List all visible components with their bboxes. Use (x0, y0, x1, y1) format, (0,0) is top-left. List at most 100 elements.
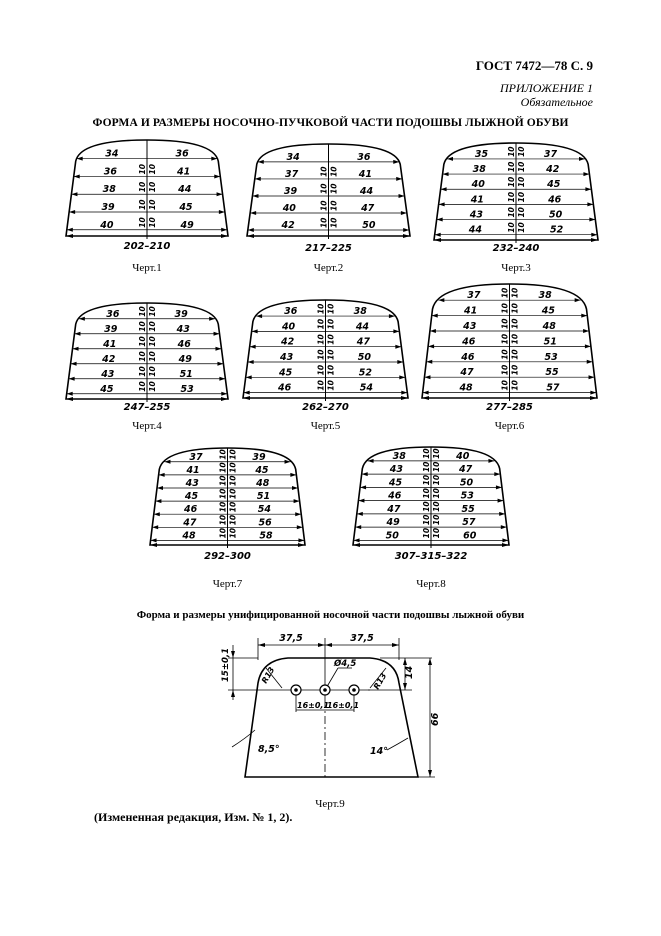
right-dimension: 52 (550, 225, 564, 236)
right-dimension: 57 (462, 517, 476, 528)
row-spacing: 10 (148, 366, 157, 376)
right-dimension: 44 (177, 184, 192, 195)
right-dimension: 48 (255, 478, 270, 489)
row-spacing: 10 (138, 164, 147, 174)
row-spacing: 10 (432, 528, 441, 538)
right-dimension: 46 (177, 339, 192, 350)
dim-half-right: 37,5 (350, 633, 374, 644)
row-spacing: 10 (229, 476, 238, 486)
row-spacing: 10 (148, 306, 157, 316)
left-dimension: 34 (287, 152, 301, 163)
left-dimension: 42 (101, 354, 116, 365)
left-dimension: 46 (460, 352, 475, 363)
row-spacing: 10 (229, 502, 238, 512)
row-spacing: 10 (320, 201, 329, 211)
row-spacing: 10 (138, 351, 147, 361)
row-spacing: 10 (148, 336, 157, 346)
row-spacing: 10 (229, 489, 238, 499)
row-spacing: 10 (501, 319, 510, 329)
row-spacing: 10 (138, 366, 147, 376)
row-spacing: 10 (422, 475, 431, 485)
left-dimension: 40 (281, 321, 296, 332)
row-spacing: 10 (422, 515, 431, 525)
right-dimension: 49 (178, 354, 193, 365)
left-dimension: 36 (106, 309, 120, 320)
left-dimension: 39 (101, 202, 115, 213)
left-dimension: 41 (470, 194, 484, 205)
row-spacing: 10 (511, 365, 520, 375)
dim-radius-left: R13 (260, 665, 277, 685)
right-dimension: 39 (174, 309, 188, 320)
left-dimension: 48 (458, 383, 473, 394)
left-dimension: 38 (393, 451, 407, 462)
size-range: 262–270 (302, 402, 349, 413)
dim-depth: 15±0,1 (221, 648, 231, 682)
dim-angle-right: 14° (370, 746, 388, 757)
revision-note: (Измененная редакция, Изм. № 1, 2). (94, 810, 293, 824)
row-spacing: 10 (511, 334, 520, 344)
caption-1: Черт.1 (132, 262, 162, 274)
row-spacing: 10 (320, 184, 329, 194)
size-range: 202–210 (124, 241, 171, 252)
left-dimension: 48 (181, 530, 196, 541)
right-dimension: 51 (180, 369, 193, 380)
left-dimension: 47 (386, 504, 401, 515)
right-dimension: 39 (252, 452, 266, 463)
row-spacing: 10 (148, 381, 157, 391)
caption-9: Черт.9 (315, 798, 345, 810)
row-spacing: 10 (138, 321, 147, 331)
right-dimension: 55 (545, 367, 559, 378)
dim-radius-right: R13 (372, 671, 389, 691)
row-spacing: 10 (219, 462, 228, 472)
row-spacing: 10 (432, 488, 441, 498)
right-dimension: 51 (544, 336, 557, 347)
left-dimension: 43 (279, 352, 294, 363)
left-dimension: 46 (461, 336, 476, 347)
right-dimension: 51 (257, 491, 270, 502)
row-spacing: 10 (320, 218, 329, 228)
size-range: 217–225 (305, 243, 352, 254)
left-dimension: 47 (459, 367, 474, 378)
right-dimension: 41 (358, 169, 372, 180)
dim-hole-diameter: Ø4,5 (333, 658, 356, 669)
left-dimension: 45 (388, 477, 403, 488)
row-spacing: 10 (432, 448, 441, 458)
row-spacing: 10 (507, 192, 516, 202)
left-dimension: 37 (189, 452, 203, 463)
dim-spacing-right: 16±0,1 (327, 701, 359, 710)
size-range: 277–285 (486, 402, 533, 413)
right-dimension: 40 (455, 451, 470, 462)
right-dimension: 50 (549, 210, 563, 221)
row-spacing: 10 (317, 304, 326, 314)
appendix-label: ПРИЛОЖЕНИЕ 1 Обязательное (500, 81, 593, 109)
row-spacing: 10 (317, 350, 326, 360)
row-spacing: 10 (219, 489, 228, 499)
right-dimension: 38 (538, 290, 552, 301)
left-dimension: 47 (182, 517, 197, 528)
row-spacing: 10 (327, 304, 336, 314)
left-dimension: 45 (99, 384, 114, 395)
row-spacing: 10 (330, 166, 339, 176)
unified-outline (244, 657, 419, 778)
left-dimension: 43 (389, 464, 404, 475)
row-spacing: 10 (501, 303, 510, 313)
left-dimension: 41 (463, 306, 477, 317)
row-spacing: 10 (511, 303, 520, 313)
left-dimension: 37 (285, 169, 299, 180)
caption-5: Черт.5 (310, 420, 341, 432)
right-dimension: 38 (354, 306, 368, 317)
row-spacing: 10 (507, 207, 516, 217)
caption-2: Черт.2 (313, 262, 344, 274)
row-spacing: 10 (317, 334, 326, 344)
row-spacing: 10 (148, 182, 157, 192)
caption-6: Черт.6 (494, 420, 525, 432)
row-spacing: 10 (422, 528, 431, 538)
right-dimension: 45 (541, 306, 556, 317)
right-dimension: 36 (357, 152, 371, 163)
right-dimension: 47 (356, 337, 371, 348)
row-spacing: 10 (517, 177, 526, 187)
row-spacing: 10 (517, 162, 526, 172)
